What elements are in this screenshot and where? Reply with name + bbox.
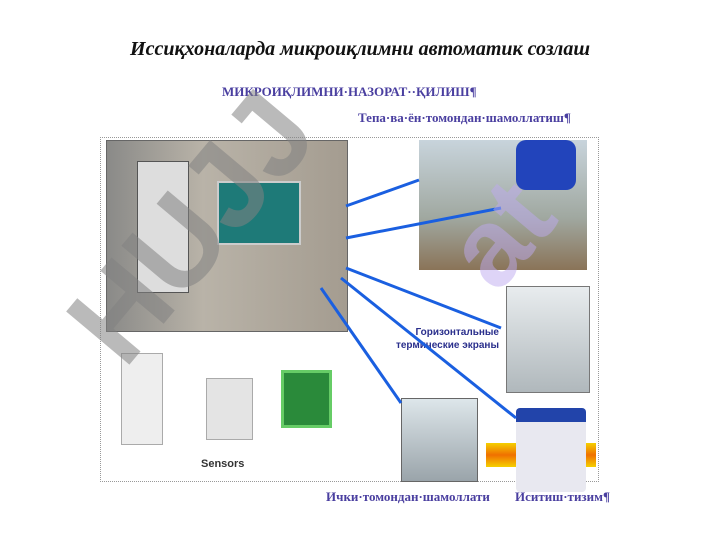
thermostat-icon <box>206 378 253 440</box>
footer-right: Иситиш·тизим¶ <box>515 489 611 504</box>
figure-image: Горизонтальные термические экраны Sensor… <box>100 137 599 492</box>
heading-control: МИКРОИҚЛИМНИ·НАЗОРАТ··ҚИЛИШ¶ <box>222 84 477 99</box>
controller-icon <box>281 370 332 428</box>
motor-icon <box>516 140 576 190</box>
footer-left: Ички·томондан·шамоллати <box>326 489 490 504</box>
arrows <box>319 178 517 420</box>
heading-ventilation: Тепа·ва·ён·томондан·шамоллатиш¶ <box>358 110 571 125</box>
fan-photo <box>401 398 478 482</box>
sensor-icon <box>121 353 163 445</box>
screens-photo <box>506 286 590 393</box>
control-cabinet <box>106 140 348 332</box>
heater-icon <box>516 408 586 492</box>
page-title: Иссиқхоналарда микроиқлимни автоматик со… <box>130 38 590 60</box>
sensors-label: Sensors <box>201 458 245 470</box>
screens-label: Горизонтальные термические экраны <box>395 327 499 351</box>
